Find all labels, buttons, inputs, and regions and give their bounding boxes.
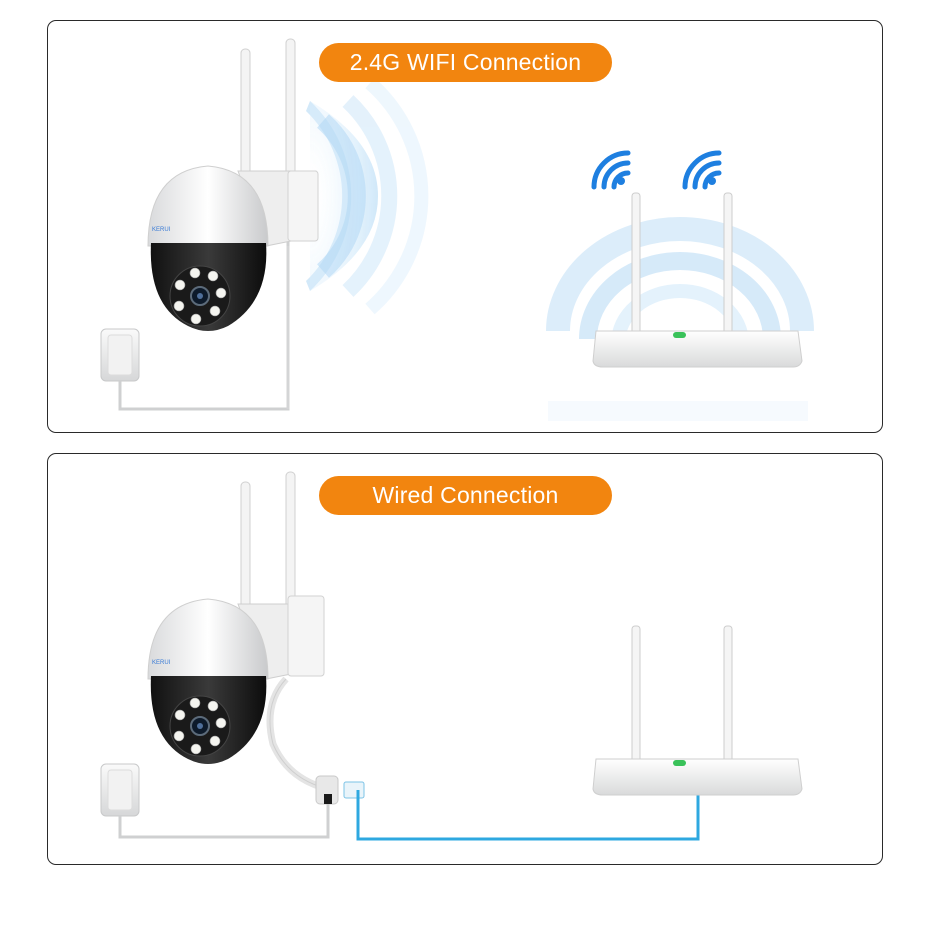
camera-signal-waves xyxy=(306,77,429,315)
power-adapter-icon xyxy=(100,763,330,839)
power-adapter-icon xyxy=(100,161,290,411)
wifi-signal-icon xyxy=(591,150,631,190)
wired-connection-label: Wired Connection xyxy=(319,476,612,515)
camera-pigtail-cable xyxy=(266,676,339,805)
camera-logo: KERUI xyxy=(152,660,171,666)
wired-connection-panel: KERUI xyxy=(47,453,883,865)
wifi-connection-panel: KERUI xyxy=(47,20,883,433)
ptz-camera-icon: KERUI xyxy=(147,471,325,764)
wifi-connection-illustration: KERUI xyxy=(100,38,814,421)
wifi-router-icon xyxy=(592,625,803,796)
router-signal-waves xyxy=(546,217,814,421)
wifi-router-icon xyxy=(546,192,814,421)
ethernet-cable-icon xyxy=(343,781,700,841)
wifi-connection-label: 2.4G WIFI Connection xyxy=(319,43,612,82)
wired-connection-illustration: KERUI xyxy=(100,471,803,841)
wifi-signal-icon xyxy=(682,150,722,190)
ptz-camera-icon: KERUI xyxy=(147,38,319,409)
camera-logo: KERUI xyxy=(152,227,171,233)
